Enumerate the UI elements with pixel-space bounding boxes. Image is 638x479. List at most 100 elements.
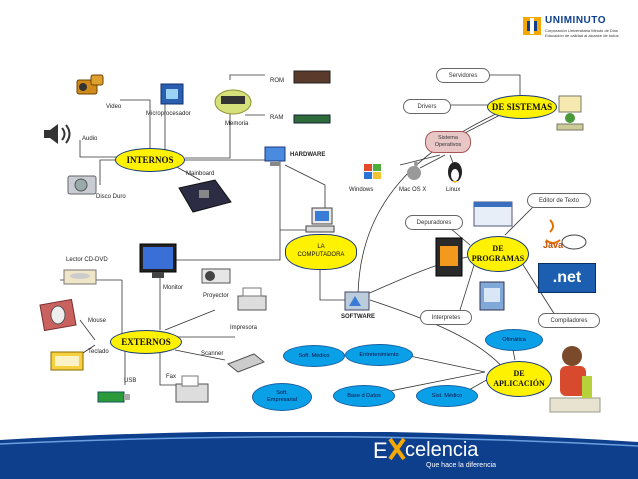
line-internos-memoria bbox=[185, 105, 231, 159]
brand-x-icon bbox=[388, 437, 406, 461]
mouse-icon bbox=[39, 298, 77, 332]
line-software-aplicacion bbox=[369, 299, 506, 371]
brand-celencia: celencia bbox=[405, 439, 479, 461]
box-sistema-operativo: Sistema Operativos bbox=[425, 131, 471, 153]
apple-icon bbox=[407, 161, 421, 180]
logo-subtitle-1: Corporación Universitaria Minuto de Dios bbox=[545, 28, 618, 33]
footer-band: E celencia Que hace la diferencia bbox=[0, 432, 638, 479]
line-internos-audio bbox=[79, 140, 118, 158]
line-memoria-rom bbox=[229, 74, 265, 80]
line-so-mac bbox=[419, 154, 446, 169]
line-sistemas-servidores bbox=[490, 74, 521, 100]
label-software: SOFTWARE bbox=[341, 314, 375, 320]
printer-icon bbox=[237, 287, 267, 311]
line-internos-mainboard bbox=[174, 165, 201, 181]
box-servidores: Servidores bbox=[436, 68, 490, 83]
label-teclado: Teclado bbox=[88, 349, 109, 355]
label-linux: Linux bbox=[446, 187, 461, 193]
logo-name: UNIMINUTO bbox=[545, 15, 606, 26]
line-so-windows bbox=[399, 154, 441, 166]
java-logo-icon bbox=[545, 219, 561, 244]
video-camera-icon bbox=[76, 74, 104, 95]
brand-e: E bbox=[373, 438, 388, 463]
label-windows: Windows bbox=[349, 187, 374, 193]
cloud-entretenimiento: Entretenimiento bbox=[345, 344, 413, 366]
label-mainboard: Mainboard bbox=[186, 171, 215, 177]
label-microprocesador: Microprocesador bbox=[146, 111, 191, 117]
node-externos: EXTERNOS bbox=[110, 330, 182, 354]
line-software-sistemas bbox=[357, 111, 501, 296]
computer-icon bbox=[305, 207, 335, 233]
line-entret-aplicacion bbox=[404, 354, 486, 373]
label-rom: ROM bbox=[270, 78, 284, 84]
label-usb: USB bbox=[124, 378, 137, 384]
microprocessor-icon bbox=[160, 83, 184, 105]
fax-icon bbox=[175, 375, 209, 403]
line-externos-up bbox=[159, 230, 281, 330]
hard-disk-icon bbox=[67, 175, 97, 195]
line-internos-video bbox=[120, 99, 151, 157]
line-internos-disco bbox=[99, 159, 118, 185]
brand-tagline: Que hace la diferencia bbox=[426, 462, 497, 469]
label-mouse: Mouse bbox=[88, 318, 107, 324]
node-internos: INTERNOS bbox=[115, 148, 185, 172]
software-icon bbox=[344, 291, 370, 311]
node-la-computadora: LA COMPUTADORA bbox=[285, 234, 357, 270]
computer-user-icon bbox=[556, 95, 584, 131]
label-monitor: Monitor bbox=[163, 285, 184, 291]
keyboard-icon bbox=[50, 351, 84, 371]
dotnet-logo: .net bbox=[538, 263, 596, 293]
memory-icon bbox=[214, 89, 252, 115]
hardware-computer-icon bbox=[264, 146, 286, 166]
line-hardware-computadora bbox=[284, 164, 326, 215]
php-logo-icon bbox=[561, 234, 587, 250]
cloud-soft-medico: Soft. Médico bbox=[283, 345, 345, 367]
cloud-sist-medico: Sist. Médico bbox=[416, 385, 478, 407]
line-programas-interpretes bbox=[459, 261, 476, 311]
label-net: .net bbox=[552, 269, 582, 286]
editor-screenshot-icon bbox=[473, 201, 513, 227]
label-lector-cd: Lector CD-DVD bbox=[66, 257, 108, 263]
label-scanner: Scanner bbox=[201, 351, 224, 357]
line-software-programas bbox=[364, 254, 481, 296]
line-programas-compiladores bbox=[519, 259, 556, 316]
label-proyector: Proyector bbox=[203, 293, 229, 299]
line-programas-editor bbox=[504, 204, 536, 236]
label-memoria: Memoria bbox=[225, 121, 249, 127]
uniminuto-logo-icon bbox=[523, 17, 541, 35]
box-depuradores: Depuradores bbox=[405, 215, 463, 230]
line-externos-mouse bbox=[79, 319, 96, 341]
linux-penguin-icon bbox=[448, 162, 462, 183]
label-mac-osx: Mac OS X bbox=[399, 187, 427, 193]
logo-subtitle-2: Educación de calidad al alcance de todos bbox=[545, 33, 619, 38]
cloud-base-datos: Base d Datos bbox=[333, 385, 395, 407]
line-externos-scanner bbox=[174, 349, 226, 361]
box-interpretes: Interpretes bbox=[420, 310, 472, 325]
line-internos-hardware bbox=[185, 159, 330, 231]
label-java: Java bbox=[543, 240, 564, 250]
ram-module-icon bbox=[293, 114, 331, 124]
label-audio: Audio bbox=[82, 136, 98, 142]
label-fax: Fax bbox=[166, 374, 177, 380]
line-computadora-software bbox=[319, 265, 345, 301]
label-hardware: HARDWARE bbox=[290, 152, 326, 158]
label-disco-duro: Disco Duro bbox=[96, 194, 126, 200]
footer-swoosh bbox=[0, 432, 638, 447]
box-drivers: Drivers bbox=[403, 99, 451, 114]
box-compiladores: Compiladores bbox=[538, 313, 600, 328]
node-de-programas: DE PROGRAMAS bbox=[467, 236, 529, 272]
debugger-box-icon bbox=[435, 237, 463, 277]
interpreter-box-icon bbox=[479, 281, 505, 311]
cloud-ofimatica: Ofimática bbox=[485, 329, 543, 351]
monitor-icon bbox=[139, 243, 177, 278]
mainboard-icon bbox=[178, 179, 232, 213]
cd-dvd-drive-icon bbox=[63, 269, 97, 285]
windows-icon bbox=[364, 164, 381, 179]
student-illustration-icon bbox=[549, 346, 601, 413]
projector-icon bbox=[201, 268, 231, 284]
line-externos-proyector bbox=[164, 309, 216, 331]
label-ram: RAM bbox=[270, 115, 284, 121]
line-externos-fax bbox=[159, 348, 180, 386]
line-programas-depuradores bbox=[449, 227, 471, 246]
